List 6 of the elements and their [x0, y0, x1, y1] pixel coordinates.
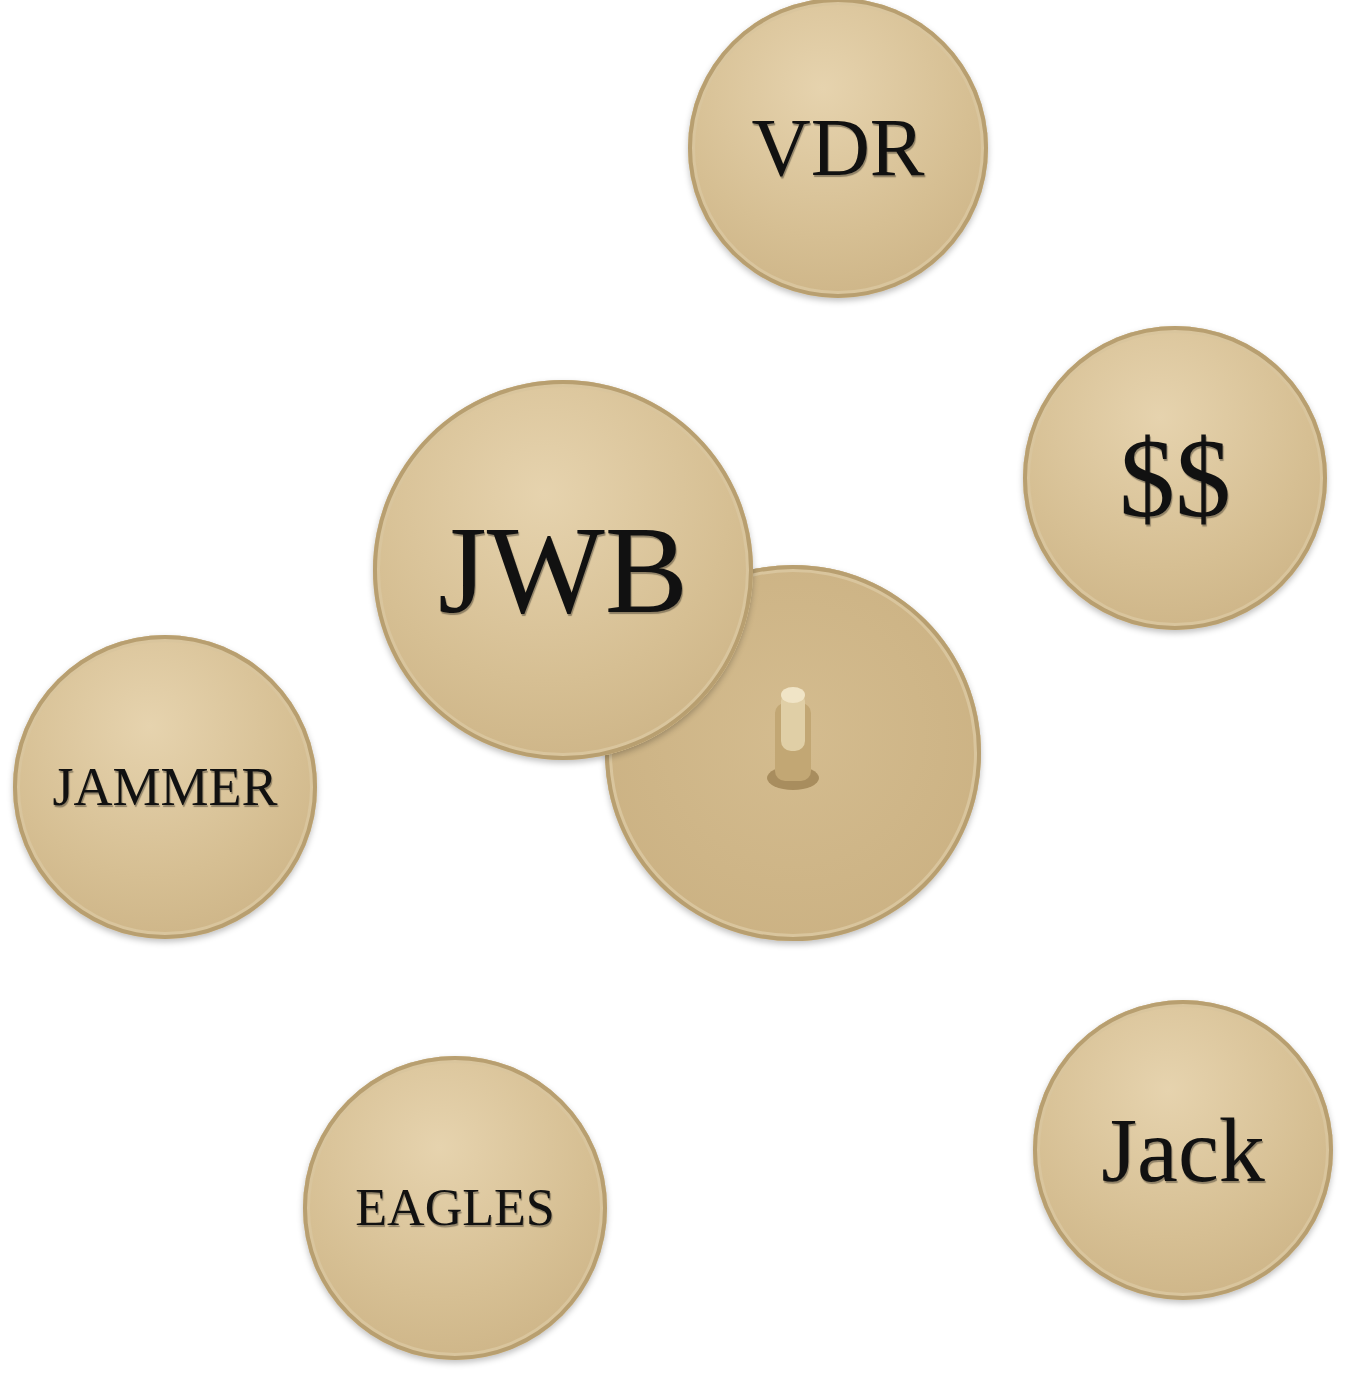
engraved-text: $$ — [1119, 422, 1231, 534]
engraved-text: JAMMER — [52, 760, 278, 814]
engraved-text: EAGLES — [355, 1182, 555, 1234]
engraved-text: VDR — [751, 107, 925, 189]
engraved-text: JWB — [438, 507, 688, 633]
engraved-text: Jack — [1101, 1104, 1265, 1196]
